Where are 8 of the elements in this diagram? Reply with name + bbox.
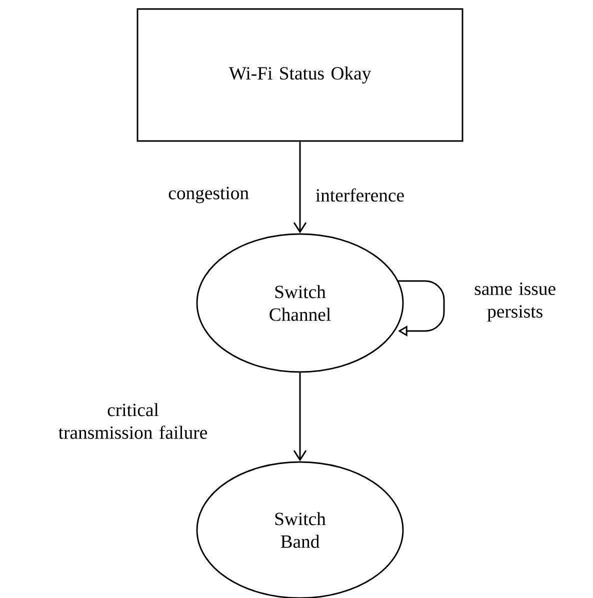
state-box: Wi-Fi Status Okay xyxy=(136,8,464,142)
edge-label: critical transmission failure xyxy=(58,403,207,439)
annotation: interference xyxy=(316,188,404,202)
edge-label: congestion xyxy=(168,186,249,204)
arrow xyxy=(293,142,307,234)
edge-label: same issue persists xyxy=(474,282,556,322)
loop-arrow xyxy=(398,280,445,337)
arrow xyxy=(293,372,307,462)
